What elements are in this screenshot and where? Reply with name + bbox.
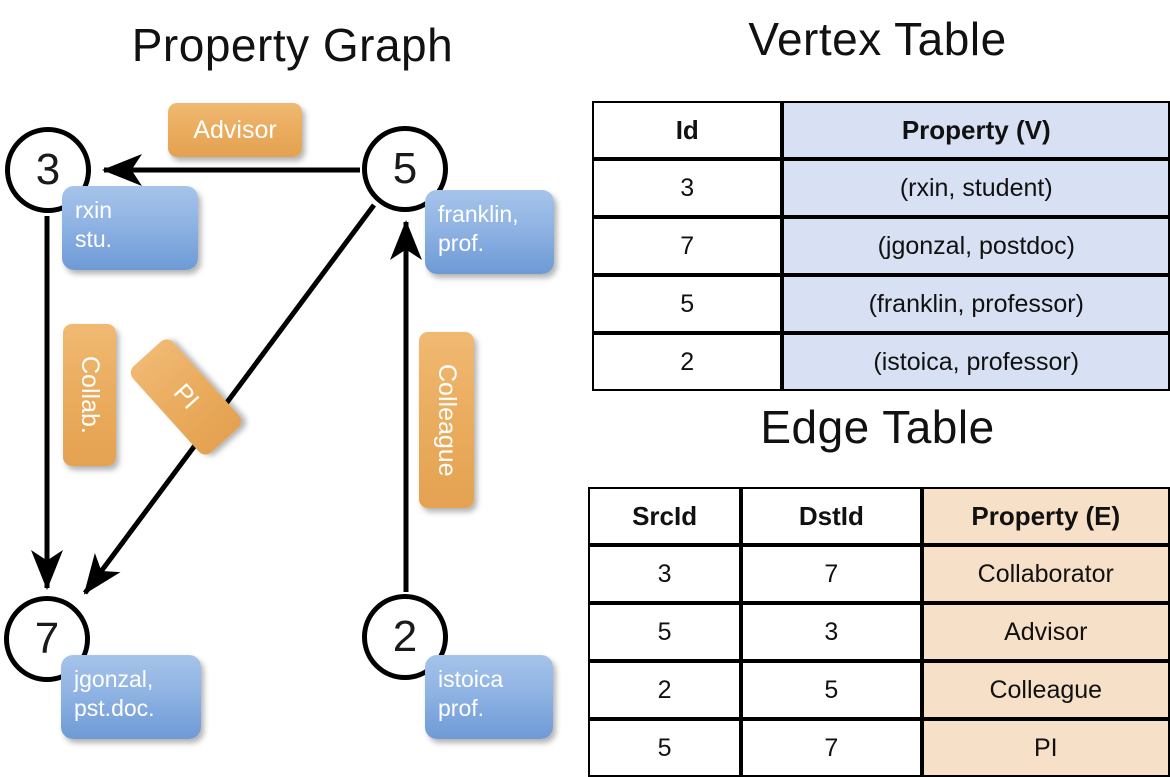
- node-property-line: prof.: [438, 230, 485, 257]
- table-row: 2 5 Colleague: [588, 661, 1170, 719]
- table-row: 5 7 PI: [588, 719, 1170, 777]
- vertex-cell-id: 3: [592, 159, 783, 217]
- table-row: 3 (rxin, student): [592, 159, 1170, 217]
- table-row: 3 7 Collaborator: [588, 545, 1170, 603]
- edge-label-text: Collab.: [76, 356, 104, 434]
- edge-cell-dstid: 3: [741, 603, 922, 661]
- edge-header-srcid: SrcId: [588, 487, 742, 545]
- edge-label-colleague: Colleague: [419, 332, 474, 508]
- edge-cell-property: PI: [921, 719, 1170, 777]
- table-row: 5 (franklin, professor): [592, 275, 1170, 333]
- node-property-box-jgonzal: jgonzal, pst.doc.: [61, 655, 201, 739]
- vertex-header-property: Property (V): [782, 101, 1170, 159]
- vertex-cell-id: 5: [592, 275, 783, 333]
- vertex-header-id: Id: [592, 101, 783, 159]
- edge-line-pi: [82, 203, 377, 595]
- graph-node-5[interactable]: 5: [362, 126, 448, 212]
- vertex-cell-property: (istoica, professor): [782, 333, 1170, 391]
- node-property-line: jgonzal,: [74, 666, 154, 692]
- vertex-table: Id Property (V) 3 (rxin, student) 7 (jgo…: [592, 101, 1170, 391]
- table-header-row: SrcId DstId Property (E): [588, 487, 1170, 545]
- table-header-row: Id Property (V): [592, 101, 1170, 159]
- edge-cell-property: Colleague: [921, 661, 1170, 719]
- node-property-line: pst.doc.: [74, 695, 155, 722]
- edge-cell-srcid: 5: [588, 603, 742, 661]
- vertex-cell-id: 2: [592, 333, 783, 391]
- table-row: 2 (istoica, professor): [592, 333, 1170, 391]
- page-title-edge-table: Edge Table: [760, 401, 995, 453]
- node-property-line: rxin: [75, 197, 113, 223]
- edge-header-property: Property (E): [921, 487, 1170, 545]
- vertex-cell-property: (jgonzal, postdoc): [782, 217, 1170, 275]
- edge-cell-dstid: 7: [741, 719, 922, 777]
- node-property-line: franklin,: [438, 201, 519, 227]
- edge-label-text: Colleague: [433, 363, 461, 477]
- node-property-box-franklin: franklin, prof.: [425, 190, 554, 274]
- vertex-cell-property: (rxin, student): [782, 159, 1170, 217]
- node-property-line: istoica: [438, 666, 504, 692]
- table-row: 7 (jgonzal, postdoc): [592, 217, 1170, 275]
- node-property-line: prof.: [438, 695, 485, 722]
- edge-cell-srcid: 5: [588, 719, 742, 777]
- edge-cell-dstid: 7: [741, 545, 922, 603]
- node-property-line: stu.: [75, 226, 113, 253]
- page-title-vertex-table: Vertex Table: [748, 13, 1007, 65]
- edge-cell-property: Advisor: [921, 603, 1170, 661]
- node-property-box-rxin: rxin stu.: [62, 186, 198, 270]
- edge-label-text: PI: [168, 378, 205, 415]
- table-row: 5 3 Advisor: [588, 603, 1170, 661]
- vertex-cell-id: 7: [592, 217, 783, 275]
- edge-label-collab: Collab.: [63, 324, 116, 466]
- edge-cell-dstid: 5: [741, 661, 922, 719]
- node-property-box-istoica: istoica prof.: [425, 655, 553, 739]
- edge-header-dstid: DstId: [741, 487, 922, 545]
- edge-cell-srcid: 3: [588, 545, 742, 603]
- edge-label-advisor: Advisor: [168, 103, 302, 157]
- vertex-cell-property: (franklin, professor): [782, 275, 1170, 333]
- property-graph-diagram: 3 5 7 2 rxin stu. franklin, prof. jgonza…: [0, 0, 585, 760]
- graph-edges-layer: [31, 154, 422, 595]
- page-title-property-graph: Property Graph: [131, 19, 454, 71]
- edge-cell-srcid: 2: [588, 661, 742, 719]
- edge-table: SrcId DstId Property (E) 3 7 Collaborato…: [588, 487, 1170, 777]
- graph-node-2[interactable]: 2: [362, 594, 448, 680]
- edge-cell-property: Collaborator: [921, 545, 1170, 603]
